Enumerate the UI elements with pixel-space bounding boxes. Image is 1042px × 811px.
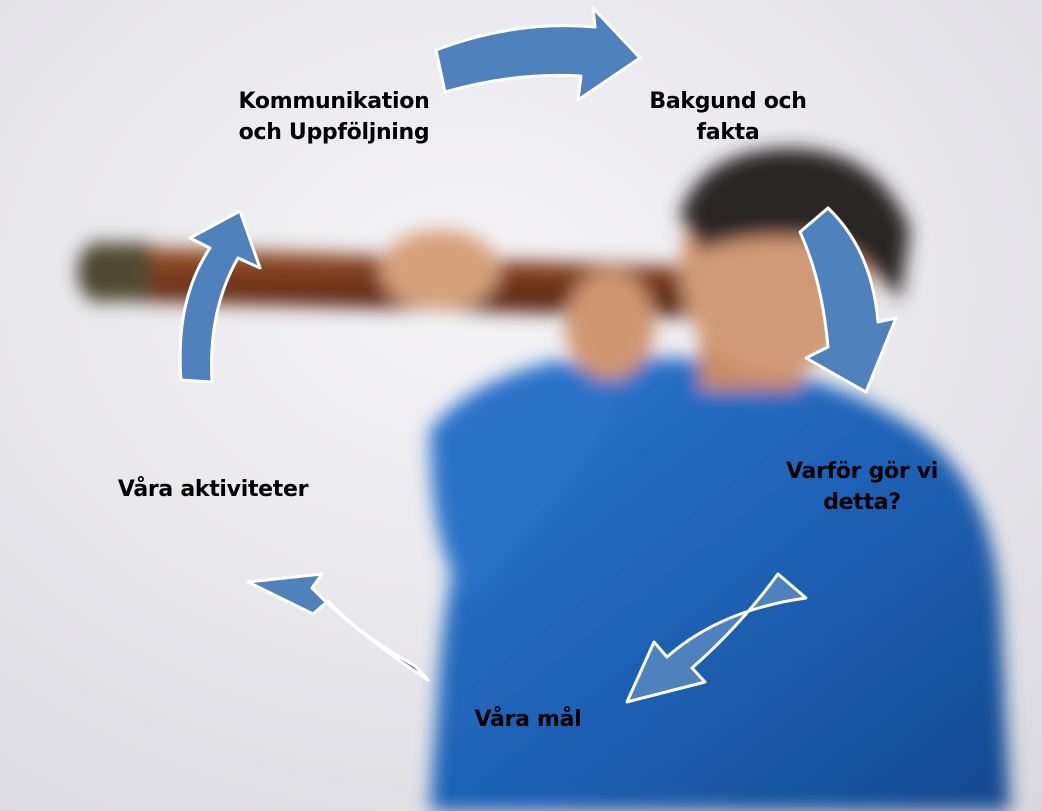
arrow-top: [434, 6, 642, 102]
step-label-line: fakta: [696, 120, 760, 145]
step-label-line: Varför gör vi: [785, 459, 939, 484]
step-label-bakgrund: Bakgund och fakta: [628, 86, 828, 148]
step-label-line: detta?: [823, 490, 901, 515]
step-label-varfor: Varför gör vi detta?: [762, 456, 962, 518]
step-label-line: Våra aktiviteter: [117, 477, 309, 502]
step-label-line: och Uppföljning: [238, 120, 430, 145]
step-label-aktiviteter: Våra aktiviteter: [100, 474, 326, 505]
step-label-line: Bakgund och: [649, 89, 807, 114]
arrow-right: [798, 206, 898, 394]
step-label-line: Kommunikation: [238, 89, 430, 114]
step-label-kommunikation: Kommunikation och Uppföljning: [226, 86, 442, 148]
arrow-bottom-left-shape: [246, 572, 430, 682]
step-label-mal: Våra mål: [438, 704, 618, 735]
arrow-left: [178, 209, 262, 384]
arrow-bottom-right: [625, 572, 808, 704]
step-label-line: Våra mål: [474, 707, 582, 732]
